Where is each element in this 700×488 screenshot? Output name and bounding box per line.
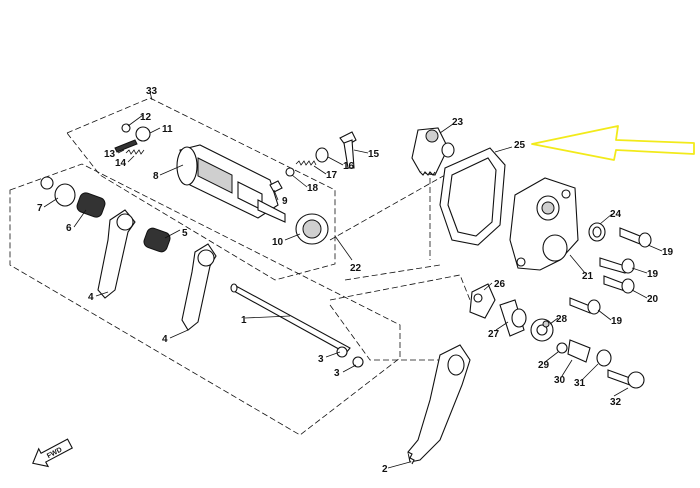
part-label: 16: [343, 161, 355, 172]
part-label: 5: [182, 228, 188, 239]
part-label: 4: [88, 292, 94, 303]
part-label: 33: [146, 86, 158, 97]
part-label: 30: [554, 375, 566, 386]
part-label: 24: [610, 209, 622, 220]
part-label: 26: [494, 279, 506, 290]
shift-forks: [40, 176, 364, 368]
part-label: 3: [334, 368, 340, 379]
part-label: 8: [153, 171, 159, 182]
part-label: 19: [647, 269, 659, 280]
part-label: 23: [452, 117, 464, 128]
shift-lever-shaft: [407, 344, 471, 465]
part-label: 14: [115, 158, 127, 169]
part-label: 21: [582, 271, 594, 282]
part-label: 2: [382, 464, 388, 475]
part-label: 7: [37, 203, 43, 214]
bolts: [569, 227, 652, 389]
part-label: 9: [282, 196, 288, 207]
part-label: 20: [647, 294, 659, 305]
part-label: 22: [350, 263, 362, 274]
part-label: 11: [162, 124, 173, 135]
shift-drum-assembly: [114, 123, 357, 245]
part-label: 1: [241, 315, 247, 326]
part-label: 29: [538, 360, 550, 371]
leader-lines: [43, 91, 663, 469]
part-label: 15: [368, 149, 380, 160]
part-label: 19: [662, 247, 674, 258]
group-outlines: [9, 97, 471, 436]
part-label: 10: [272, 237, 284, 248]
highlight-arrow: [531, 125, 695, 161]
gasket-and-cover: [411, 127, 606, 271]
linkage-parts: [469, 283, 612, 367]
part-label: 4: [162, 334, 168, 345]
part-label: 12: [140, 112, 152, 123]
part-label: 3: [318, 354, 324, 365]
part-label: 25: [514, 140, 526, 151]
part-label: 31: [574, 378, 586, 389]
part-label: 13: [104, 149, 116, 160]
part-label: 17: [326, 170, 338, 181]
fwd-label: FWD: [46, 447, 63, 461]
part-label: 27: [488, 329, 500, 340]
fwd-arrow-icon: FWD: [32, 438, 73, 468]
part-label: 6: [66, 223, 72, 234]
part-label: 19: [611, 316, 623, 327]
part-label: 18: [307, 183, 319, 194]
part-label: 32: [610, 397, 622, 408]
part-number-labels: 1 2 3 3 4 4 5 6 7 8 9 10 11 12 13 14 15 …: [37, 86, 674, 475]
part-label: 28: [556, 314, 568, 325]
